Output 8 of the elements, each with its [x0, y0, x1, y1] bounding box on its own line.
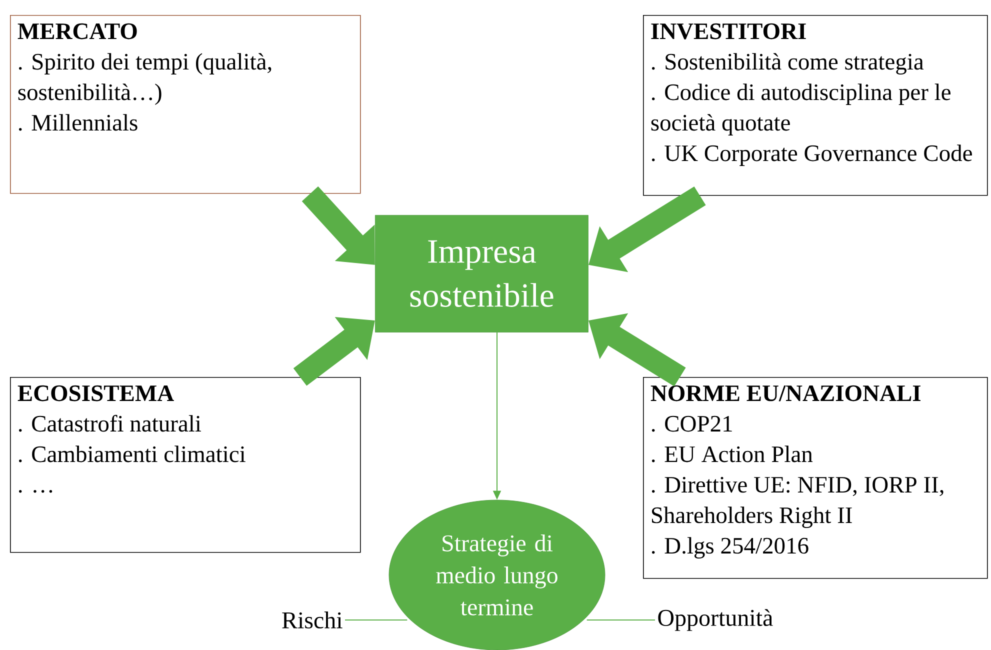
- text-box: NORME EU/NAZIONALI . COP21 . EU Action Plan . Direttive UE: NFID, IORP II, Shareholders Right II . D.lgs 254/2016: [643, 377, 988, 579]
- side-label: Opportunità: [658, 609, 773, 631]
- side-label: Rischi: [282, 612, 342, 628]
- text-box: INVESTITORI . Sostenibilità come strategia . Codice di autodisciplina per le società quotate . UK Corporate Governance Code: [643, 15, 988, 196]
- text-box: MERCATO . Spirito dei tempi (qualità, sostenibilità…) . Millennials: [10, 15, 361, 194]
- process-box: Impresa sostenibile: [375, 215, 588, 332]
- text-box: ECOSISTEMA . Catastrofi naturali . Cambiamenti climatici . …: [10, 377, 361, 553]
- block-arrow: [302, 186, 375, 265]
